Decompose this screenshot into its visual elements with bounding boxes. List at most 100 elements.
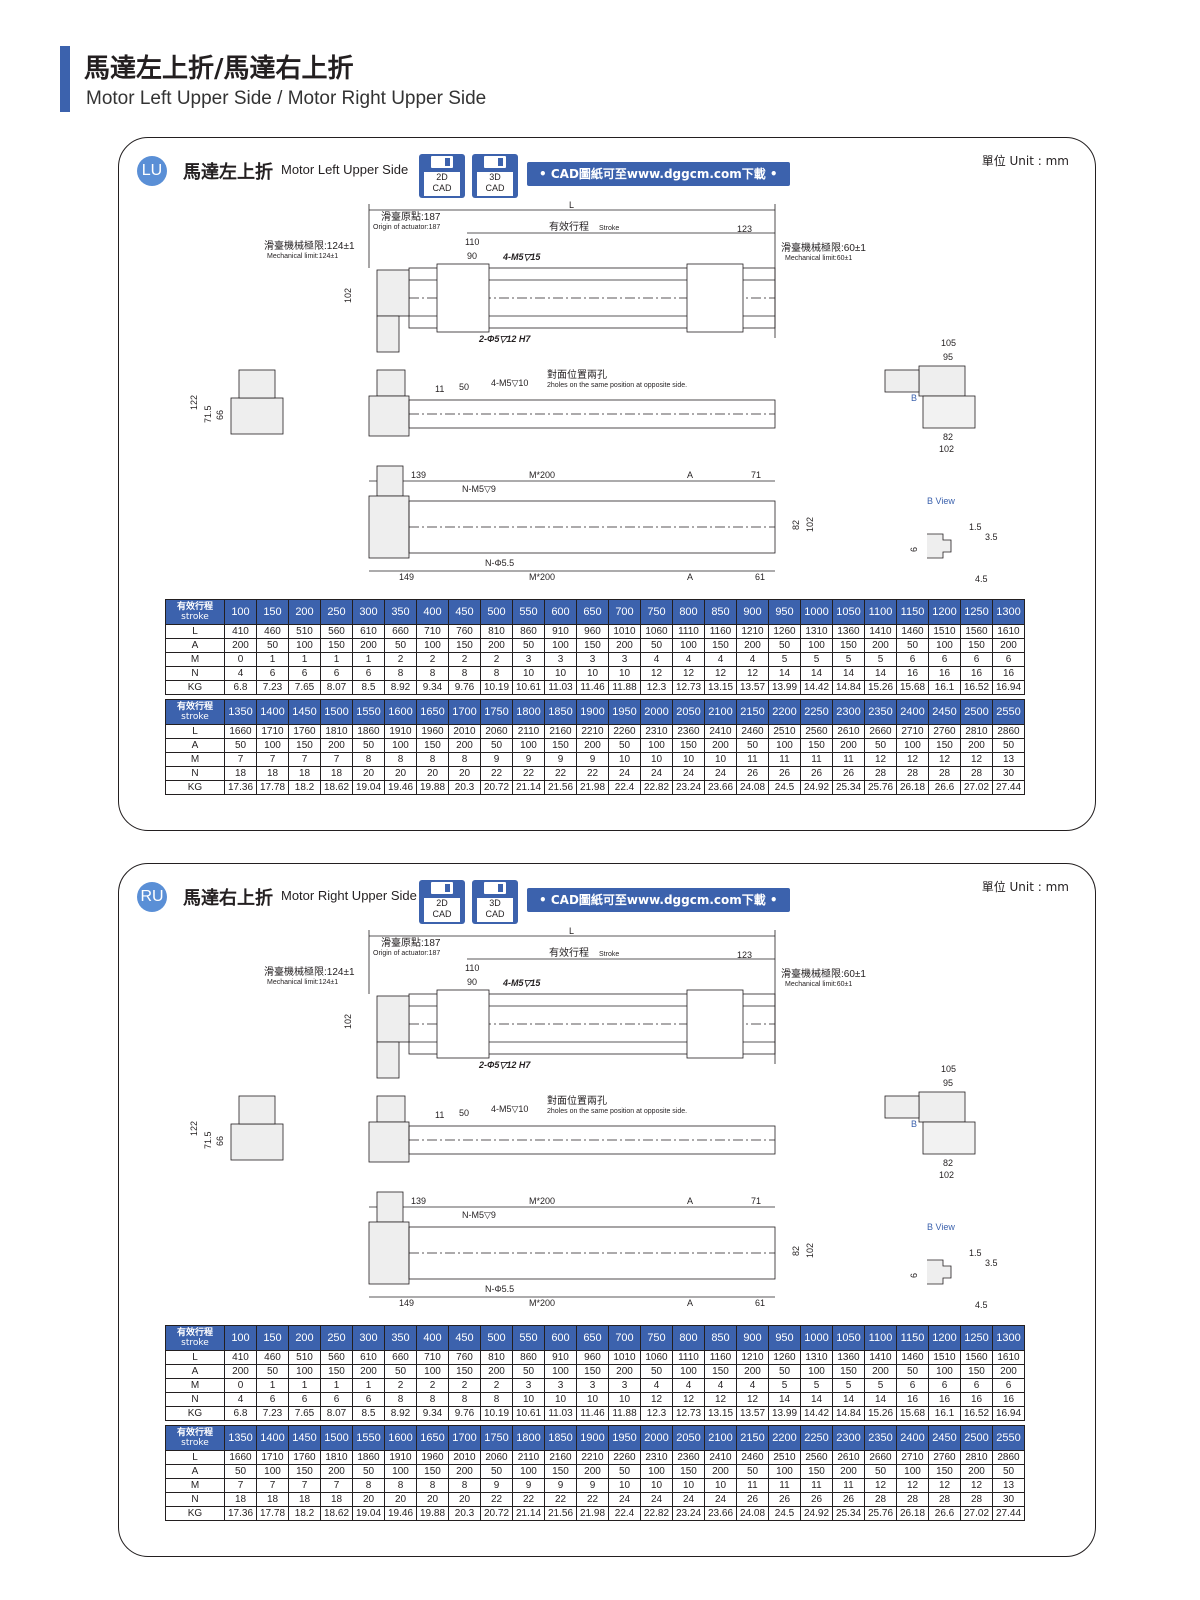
table-cell: 16.1 xyxy=(928,1406,961,1421)
dim-102-bottom: 102 xyxy=(805,1243,815,1258)
table-cell: 200 xyxy=(832,1464,865,1479)
stroke-value: 1000 xyxy=(800,1325,833,1351)
table-cell: 2 xyxy=(416,1378,449,1393)
stroke-value: 600 xyxy=(544,1325,577,1351)
table-cell: 10 xyxy=(608,1478,641,1493)
stroke-value: 800 xyxy=(672,1325,705,1351)
table-cell: 150 xyxy=(320,638,353,653)
table-cell: 10 xyxy=(608,1392,641,1407)
table-cell: 16 xyxy=(992,1392,1025,1407)
stroke-value: 2200 xyxy=(768,699,801,725)
table-cell: 15.26 xyxy=(864,680,897,695)
table-cell: 50 xyxy=(736,1464,769,1479)
table-cell: 17.36 xyxy=(224,780,257,795)
table-cell: 50 xyxy=(512,638,545,653)
view-b-marker: B xyxy=(911,1119,917,1129)
stroke-value: 2400 xyxy=(896,699,929,725)
table-cell: 7.23 xyxy=(256,1406,289,1421)
table-cell: 5 xyxy=(800,1378,833,1393)
table-cell: 18.62 xyxy=(320,1506,353,1521)
table-cell: 11 xyxy=(768,1478,801,1493)
table-cell: 16 xyxy=(928,1392,961,1407)
table-cell: 960 xyxy=(576,624,609,639)
stroke-value: 2100 xyxy=(704,699,737,725)
table-cell: 20.3 xyxy=(448,780,481,795)
cad-download-link[interactable]: • CAD圖紙可至www.dggcm.com下載 • xyxy=(527,888,790,912)
table-cell: 10.61 xyxy=(512,680,545,695)
table-cell: 26 xyxy=(768,1492,801,1507)
stroke-value: 2500 xyxy=(960,699,993,725)
stroke-value: 1850 xyxy=(544,699,577,725)
table-cell: 12 xyxy=(928,1478,961,1493)
table-cell: 28 xyxy=(896,1492,929,1507)
table-cell: 9 xyxy=(480,752,513,767)
technical-drawing: L 滑臺原點:187 Origin of actuator:187 有效行程 S… xyxy=(189,926,998,1310)
cad-download-link[interactable]: • CAD圖紙可至www.dggcm.com下載 • xyxy=(527,162,790,186)
table-cell: 1510 xyxy=(928,1350,961,1365)
table-cell: 200 xyxy=(480,638,513,653)
table-cell: 8 xyxy=(384,752,417,767)
table-cell: 1 xyxy=(256,1378,289,1393)
stroke-value: 500 xyxy=(480,599,513,625)
table-cell: 510 xyxy=(288,1350,321,1365)
table-cell: 11 xyxy=(800,752,833,767)
table-cell: 16.52 xyxy=(960,680,993,695)
table-cell: 2 xyxy=(416,652,449,667)
table-cell: 28 xyxy=(928,1492,961,1507)
table-cell: 6 xyxy=(320,666,353,681)
table-cell: 22 xyxy=(512,1492,545,1507)
stroke-value: 1900 xyxy=(576,1425,609,1451)
table-cell: 27.02 xyxy=(960,1506,993,1521)
b-view-title: B View xyxy=(927,496,955,506)
b-view-profile xyxy=(927,1259,952,1285)
table-cell: 150 xyxy=(672,738,705,753)
dim-110: 110 xyxy=(465,237,479,247)
table-cell: 1160 xyxy=(704,624,737,639)
stroke-value: 150 xyxy=(256,1325,289,1351)
table-cell: 200 xyxy=(480,1364,513,1379)
table-cell: 50 xyxy=(608,1464,641,1479)
table-cell: 13.57 xyxy=(736,680,769,695)
table-cell: 710 xyxy=(416,1350,449,1365)
table-cell: 2410 xyxy=(704,724,737,739)
table-cell: 19.46 xyxy=(384,780,417,795)
table-cell: 23.66 xyxy=(704,1506,737,1521)
table-cell: 150 xyxy=(416,738,449,753)
table-cell: 2560 xyxy=(800,1450,833,1465)
table-cell: 200 xyxy=(960,738,993,753)
table-cell: 150 xyxy=(576,638,609,653)
table-cell: 2510 xyxy=(768,724,801,739)
table-cell: 21.56 xyxy=(544,780,577,795)
table-cell: 150 xyxy=(832,1364,865,1379)
table-cell: 12 xyxy=(640,666,673,681)
row-label: A xyxy=(165,638,225,653)
table-cell: 1110 xyxy=(672,624,705,639)
table-cell: 50 xyxy=(896,1364,929,1379)
table-cell: 14 xyxy=(768,1392,801,1407)
table-cell: 7 xyxy=(224,752,257,767)
table-cell: 25.34 xyxy=(832,1506,865,1521)
table-cell: 50 xyxy=(224,738,257,753)
table-cell: 11.88 xyxy=(608,1406,641,1421)
table-cell: 11 xyxy=(736,752,769,767)
stroke-value: 550 xyxy=(512,599,545,625)
panel-title-en: Motor Left Upper Side xyxy=(281,162,409,177)
table-cell: 1610 xyxy=(992,624,1025,639)
stroke-value: 1350 xyxy=(224,1425,257,1451)
table-cell: 1810 xyxy=(320,724,353,739)
table-cell: 16 xyxy=(928,666,961,681)
table-cell: 2610 xyxy=(832,1450,865,1465)
table-cell: 150 xyxy=(448,1364,481,1379)
table-cell: 27.44 xyxy=(992,780,1025,795)
